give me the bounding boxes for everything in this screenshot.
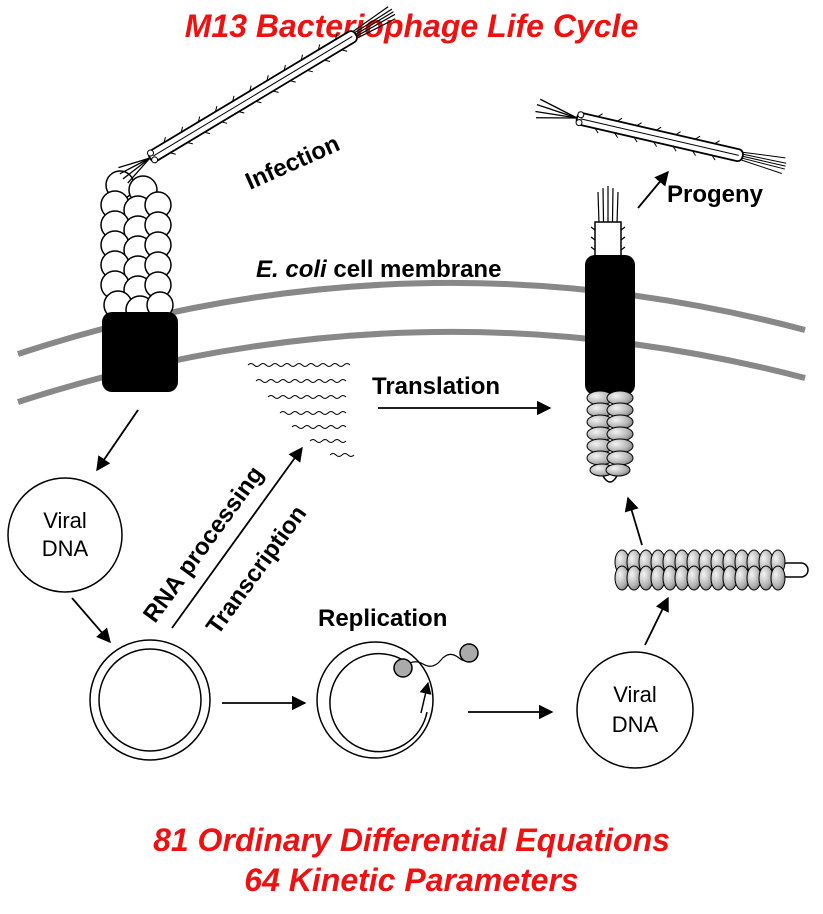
membrane-label-rest: cell membrane [327,256,502,283]
footer-line-2: 64 Kinetic Parameters [244,862,579,898]
footer-line-1: 81 Ordinary Differential Equations [153,822,670,858]
arrow-viral-dna-to-coating [644,596,669,646]
replication-label: Replication [318,605,447,632]
progeny-phage [535,98,787,174]
mrna-transcripts [247,363,355,457]
emerging-filament [590,186,626,259]
replication-direction-arrow [419,681,432,714]
coat-protein-stack [100,170,174,325]
pore-complex-left [102,312,178,392]
phage-filament-infection [118,6,396,184]
replication-protein-2 [459,643,479,663]
arrow-entry-to-viral-dna [96,409,139,472]
rolling-circle-dna [316,641,479,759]
replication-protein-1 [393,658,413,678]
arrow-rna-processing [171,446,303,629]
arrow-progeny [637,170,669,209]
viral-dna-left: Viral DNA [7,477,123,593]
membrane-protein-helix [586,390,634,477]
viral-dna-left-line2: DNA [42,536,89,561]
coated-ssdna [614,549,809,591]
replicative-form-dna [89,639,211,761]
infecting-phage [100,6,396,392]
arrow-coating-to-assembly [624,496,643,546]
flow-arrows [71,170,669,720]
membrane-label-italic: E. coli [256,256,328,283]
viral-dna-right-line2: DNA [612,712,659,737]
translation-label: Translation [372,373,500,400]
arrow-viral-dna-to-rf [71,597,111,644]
membrane-label: E. coli cell membrane [256,256,501,283]
infection-label: Infection [241,130,343,195]
viral-dna-left-line1: Viral [43,508,87,533]
viral-dna-right-line1: Viral [613,682,657,707]
viral-dna-right: Viral DNA [576,651,694,769]
page-title: M13 Bacteriophage Life Cycle [184,8,639,44]
progeny-label: Progeny [667,181,764,208]
assembly-complex [585,186,635,483]
pore-complex-right [585,255,635,395]
